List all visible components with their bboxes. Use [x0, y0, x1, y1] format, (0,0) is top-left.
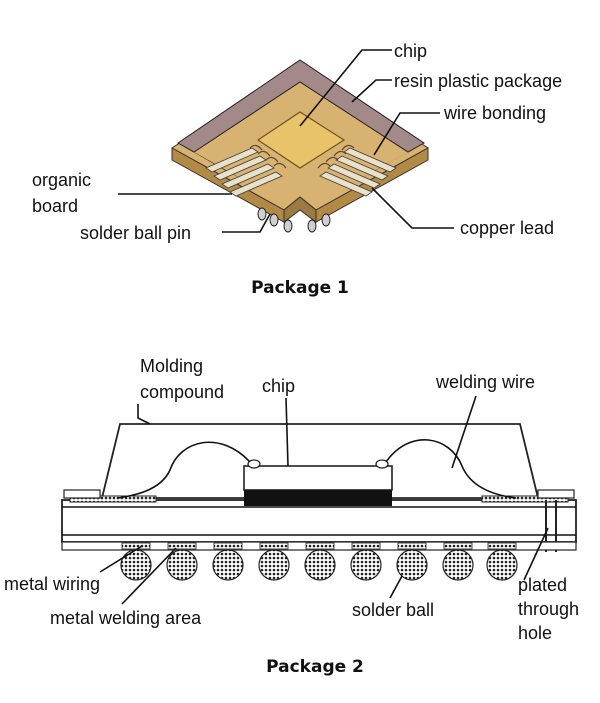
package-1-drawing — [118, 49, 454, 233]
label-hole: hole — [518, 623, 552, 643]
label-solder-ball: solder ball — [352, 600, 434, 620]
organic-board-notch — [283, 196, 317, 223]
label-solder-ball-pin: solder ball pin — [80, 223, 191, 243]
copper-leads-right — [319, 147, 397, 197]
top-metal-wiring-left — [69, 495, 157, 503]
welding-wire-left — [117, 441, 251, 499]
leader-copper-lead — [371, 187, 454, 229]
label-compound: compound — [140, 382, 224, 402]
leader-wire-bonding — [373, 112, 440, 156]
label-metal-welding-area: metal welding area — [50, 608, 202, 628]
label-chip-1: chip — [394, 41, 427, 61]
leader-solder-ball-pin — [222, 213, 271, 233]
solder-balls — [120, 549, 518, 581]
chip-die — [256, 111, 346, 169]
leader-welding-wire — [451, 395, 477, 469]
leader-plated-through-hole — [523, 527, 549, 581]
wire-bonds-1 — [249, 144, 355, 169]
bond-pad-right — [375, 459, 389, 469]
leader-metal-welding-area — [121, 547, 177, 605]
label-organic: organic — [32, 170, 91, 190]
top-metal-wiring-right — [481, 495, 569, 503]
label-board: board — [32, 196, 78, 216]
package-2-drawing — [61, 395, 577, 605]
leader-molding — [137, 404, 151, 425]
welding-wire-right — [385, 438, 517, 499]
label-chip-2: chip — [262, 376, 295, 396]
label-plated: plated — [518, 575, 567, 595]
leader-chip-2 — [285, 397, 289, 467]
edge-pad-right — [537, 489, 575, 499]
label-wire-bonding: wire bonding — [443, 103, 546, 123]
leader-solder-ball — [389, 575, 403, 599]
label-welding-wire: welding wire — [435, 372, 535, 392]
solder-ball-pins — [257, 207, 331, 233]
edge-pad-left — [63, 489, 101, 499]
chip-die-attach — [244, 490, 392, 506]
caption-package-2: Package 2 — [266, 657, 364, 677]
leader-chip — [299, 49, 392, 127]
label-resin-plastic-package: resin plastic package — [394, 71, 562, 91]
metal-welding-areas — [121, 542, 517, 550]
label-metal-wiring: metal wiring — [4, 574, 100, 594]
chip-body-2 — [243, 465, 393, 491]
label-molding: Molding — [140, 356, 203, 376]
bond-pad-left — [247, 459, 261, 469]
label-through: through — [518, 599, 579, 619]
label-copper-lead: copper lead — [460, 218, 554, 238]
leader-metal-wiring — [99, 545, 143, 573]
resin-package-left-side — [178, 143, 240, 178]
leader-resin — [351, 79, 392, 103]
caption-package-1: Package 1 — [251, 278, 349, 298]
